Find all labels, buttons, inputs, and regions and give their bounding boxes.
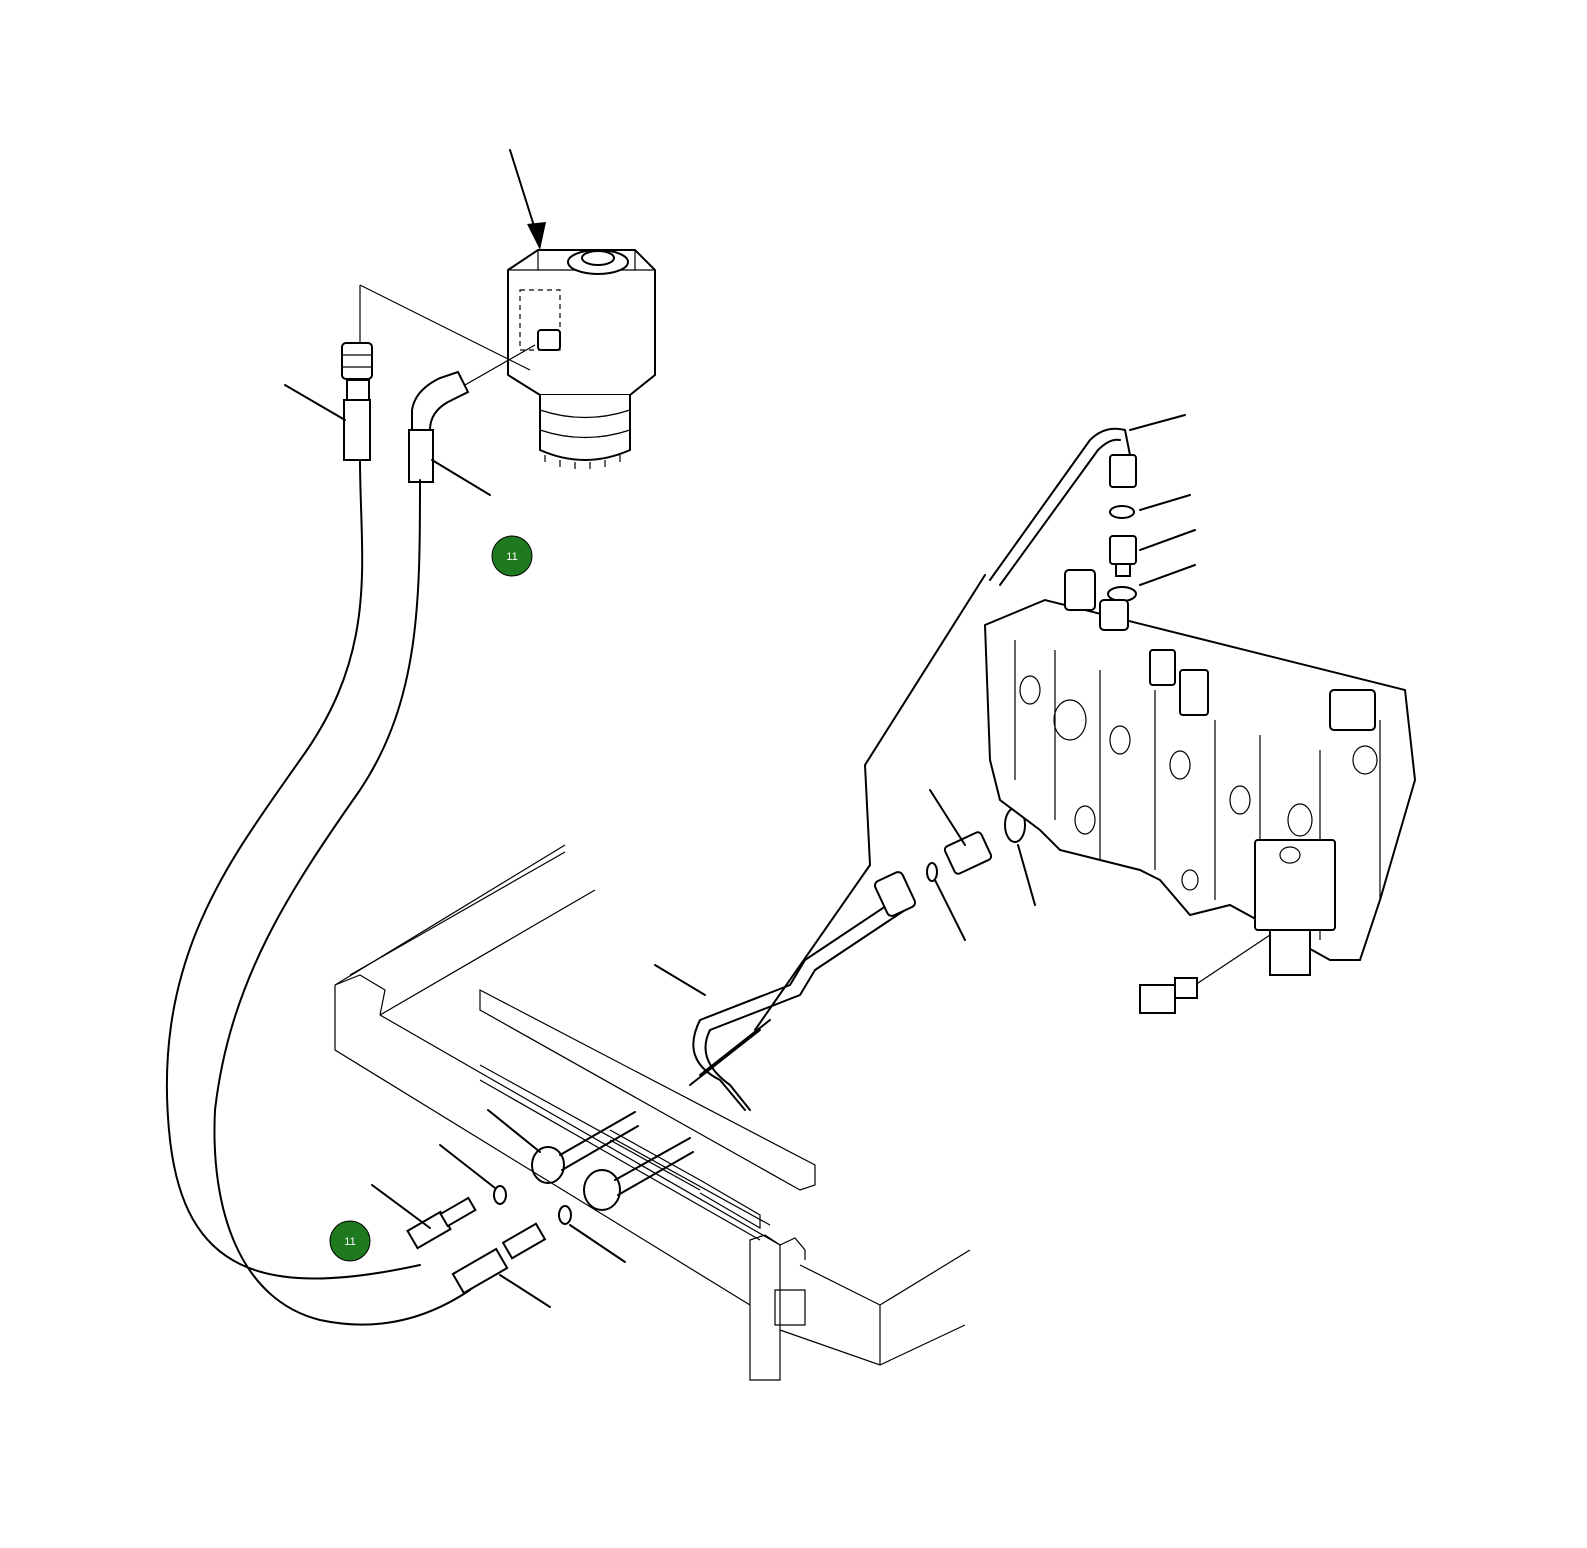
callout-marker bbox=[491, 535, 533, 577]
hoses bbox=[165, 459, 471, 1326]
hose-fittings-upper bbox=[284, 342, 491, 496]
steering-unit bbox=[359, 149, 656, 469]
callout-marker bbox=[329, 1220, 371, 1262]
valve-pipes bbox=[654, 414, 1196, 1111]
callout-label: 11 bbox=[344, 1236, 355, 1248]
hose-fittings-lower bbox=[371, 1109, 694, 1308]
callout-upper[interactable]: 11 bbox=[491, 535, 533, 577]
callout-label: 11 bbox=[506, 551, 517, 563]
control-valve-block bbox=[983, 569, 1417, 1014]
machine-frame bbox=[334, 844, 971, 1381]
pointer-arrow-head bbox=[527, 222, 546, 250]
callout-lower[interactable]: 11 bbox=[329, 1220, 371, 1262]
